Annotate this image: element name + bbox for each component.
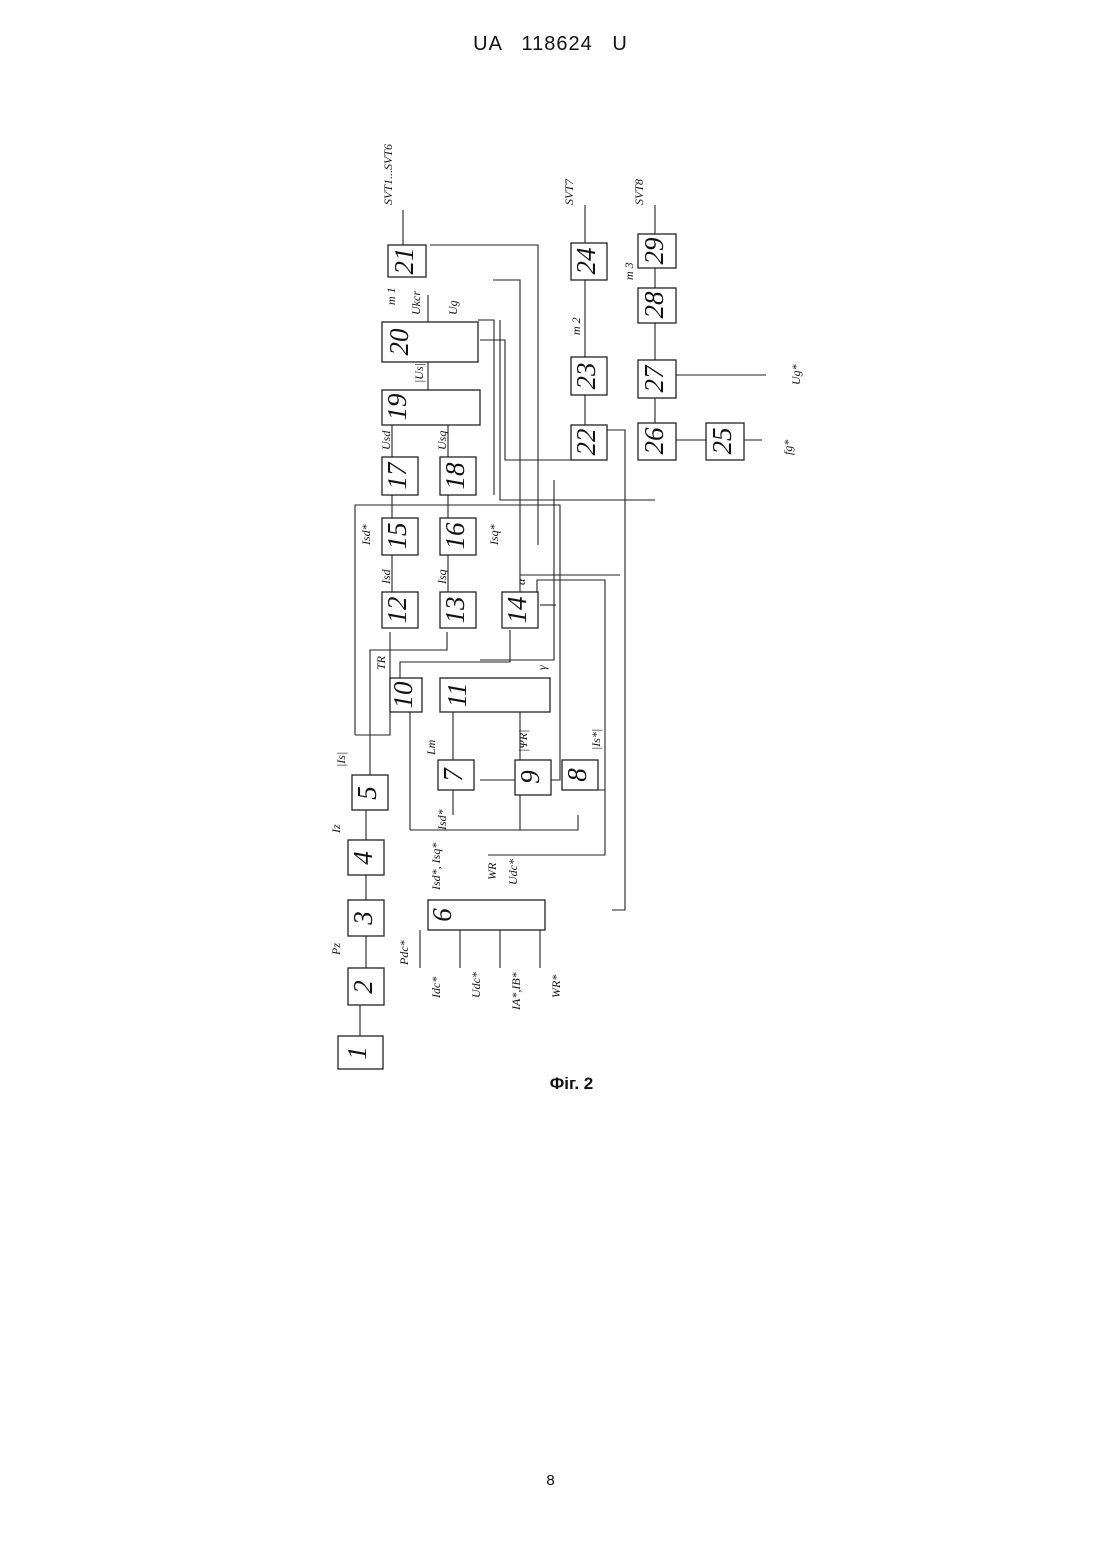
block-28: 28 bbox=[638, 288, 676, 323]
svg-text:9: 9 bbox=[515, 770, 545, 784]
svg-text:19: 19 bbox=[382, 393, 412, 421]
svg-text:3: 3 bbox=[348, 911, 378, 926]
block-2: 2 bbox=[348, 968, 384, 1005]
block-27: 27 bbox=[638, 360, 676, 398]
label-m3: m 3 bbox=[622, 262, 636, 280]
block-23: 23 bbox=[571, 357, 607, 395]
label-alpha: α bbox=[514, 578, 528, 585]
block-9: 9 bbox=[515, 760, 551, 795]
block-4: 4 bbox=[348, 840, 384, 875]
label-is-ref-abs: |Is*| bbox=[589, 729, 603, 750]
svg-text:4: 4 bbox=[348, 851, 378, 865]
svg-text:8: 8 bbox=[562, 768, 592, 782]
block-10: 10 bbox=[388, 678, 422, 712]
label-fg-ref: fg* bbox=[781, 440, 795, 455]
svg-text:20: 20 bbox=[384, 328, 414, 356]
label-out6-wr: WR bbox=[485, 862, 499, 880]
block-15: 15 bbox=[382, 518, 418, 555]
block-18: 18 bbox=[440, 457, 476, 495]
block-29: 29 bbox=[638, 234, 676, 268]
block-3: 3 bbox=[348, 900, 384, 936]
svg-text:14: 14 bbox=[502, 597, 532, 624]
svg-text:18: 18 bbox=[440, 462, 470, 490]
svg-text:24: 24 bbox=[571, 248, 601, 275]
label-gamma: γ bbox=[535, 665, 549, 670]
svg-text:26: 26 bbox=[639, 427, 669, 455]
label-input-idc: Idc* bbox=[429, 977, 443, 999]
svg-text:7: 7 bbox=[438, 767, 468, 782]
block-7: 7 bbox=[438, 760, 474, 790]
label-isq-ref: Isq* bbox=[487, 524, 501, 546]
svg-text:21: 21 bbox=[389, 248, 419, 275]
label-out6-isd-isq: Isd*, Isq* bbox=[429, 843, 443, 891]
label-out6-udc: Udc* bbox=[506, 859, 520, 885]
block-6: 6 bbox=[427, 900, 545, 930]
block-20: 20 bbox=[382, 322, 478, 362]
svg-text:13: 13 bbox=[440, 597, 470, 624]
label-input-wr: WR* bbox=[549, 975, 563, 998]
label-usd: Usd bbox=[379, 430, 393, 450]
block-25: 25 bbox=[706, 423, 744, 460]
label-pdc: Pdc* bbox=[397, 940, 411, 966]
label-ug-ref: Ug* bbox=[789, 364, 803, 385]
label-isd: Isd bbox=[379, 568, 393, 585]
label-out6-isd: Isd* bbox=[435, 809, 449, 831]
svg-text:6: 6 bbox=[427, 908, 457, 922]
block-21: 21 bbox=[388, 245, 426, 277]
label-iz: Iz bbox=[329, 824, 343, 834]
block-26: 26 bbox=[638, 423, 676, 460]
svg-text:12: 12 bbox=[382, 597, 412, 624]
label-svt1-6: SVT1...SVT6 bbox=[381, 144, 395, 205]
block-1: 1 bbox=[338, 1036, 383, 1069]
label-usq: Usq bbox=[435, 431, 449, 450]
block-13: 13 bbox=[440, 592, 476, 628]
svg-text:23: 23 bbox=[571, 363, 601, 390]
label-input-ia-ib: IA*,IB* bbox=[509, 972, 523, 1011]
block-22: 22 bbox=[571, 425, 607, 460]
label-lm: Lm bbox=[424, 739, 438, 756]
block-24: 24 bbox=[571, 243, 607, 280]
block-14: 14 bbox=[502, 592, 538, 628]
svg-text:5: 5 bbox=[352, 786, 382, 800]
label-us-abs: |Us| bbox=[412, 363, 426, 383]
label-m2: m 2 bbox=[569, 317, 583, 335]
block-19: 19 bbox=[382, 390, 480, 425]
label-psi-r: |ΨR| bbox=[516, 730, 530, 752]
svg-text:17: 17 bbox=[382, 461, 412, 490]
svg-text:22: 22 bbox=[571, 429, 601, 456]
svg-text:15: 15 bbox=[382, 523, 412, 550]
label-m1: m 1 bbox=[384, 287, 398, 305]
page-number: 8 bbox=[0, 1472, 1101, 1489]
label-ug: Ug bbox=[446, 300, 460, 315]
label-tr: TR bbox=[374, 655, 388, 670]
figure-caption: Фіг. 2 bbox=[0, 1074, 1101, 1094]
block-17: 17 bbox=[382, 457, 418, 495]
svg-text:2: 2 bbox=[348, 980, 378, 994]
svg-text:1: 1 bbox=[342, 1046, 372, 1060]
block-5: 5 bbox=[352, 775, 388, 810]
label-svt7: SVT7 bbox=[562, 178, 576, 205]
svg-text:16: 16 bbox=[440, 522, 470, 550]
block-11: 11 bbox=[440, 678, 550, 712]
label-input-udc: Udc* bbox=[469, 972, 483, 998]
label-isd-ref: Isd* bbox=[359, 524, 373, 546]
block-16: 16 bbox=[440, 518, 476, 555]
label-svt8: SVT8 bbox=[632, 179, 646, 205]
block-8: 8 bbox=[562, 760, 598, 790]
label-is-abs: |Is| bbox=[334, 752, 348, 767]
svg-text:10: 10 bbox=[388, 681, 418, 709]
label-pz: Pz bbox=[329, 943, 343, 956]
svg-text:28: 28 bbox=[639, 291, 669, 319]
svg-text:27: 27 bbox=[639, 364, 669, 393]
svg-text:25: 25 bbox=[707, 428, 737, 455]
label-ukcr: Ukcr bbox=[409, 291, 423, 315]
block-12: 12 bbox=[382, 592, 418, 628]
svg-text:29: 29 bbox=[639, 237, 669, 265]
label-isq: Isq bbox=[435, 569, 449, 585]
svg-text:11: 11 bbox=[442, 683, 472, 708]
